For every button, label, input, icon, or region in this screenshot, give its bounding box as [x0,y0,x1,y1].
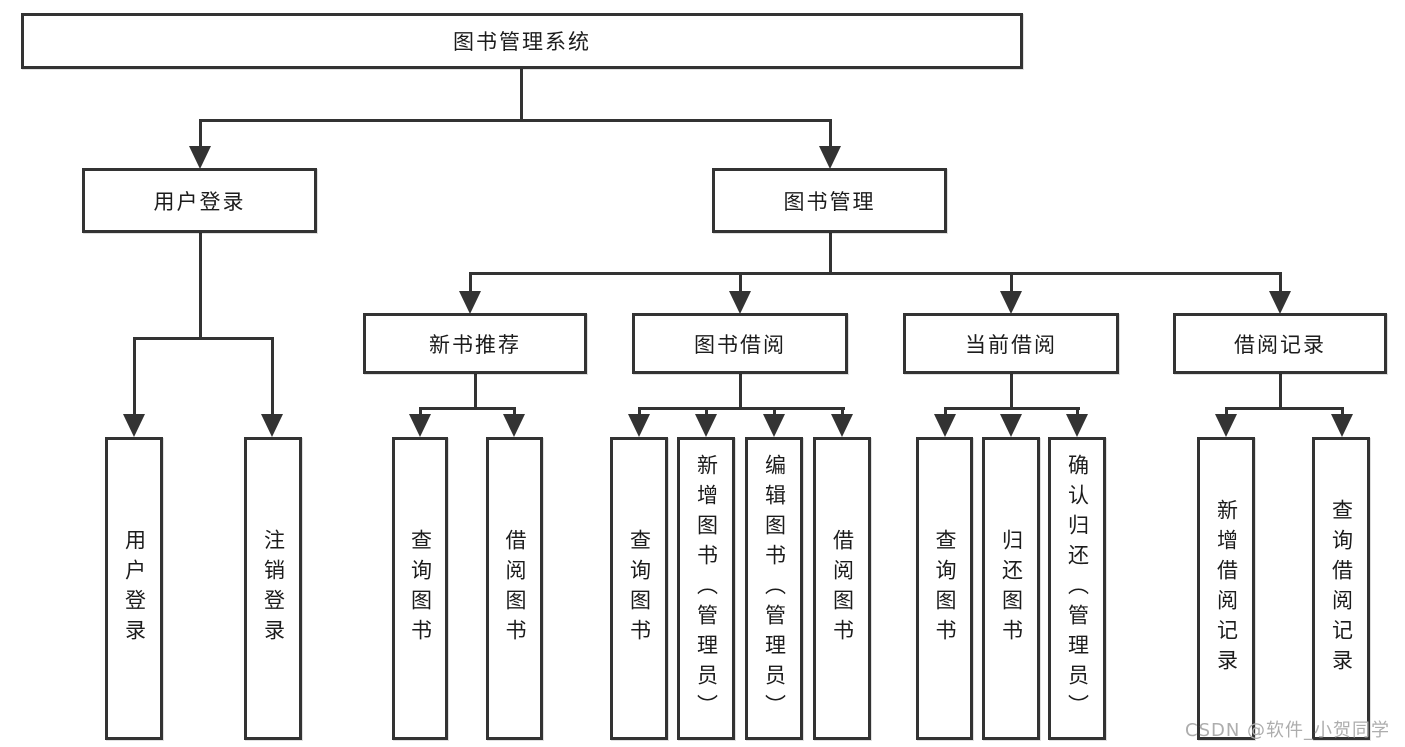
arrow-down-icon [934,414,956,437]
leaf-borrow-query: 查询图书 [610,437,668,740]
arrow-down-icon [729,291,751,314]
watermark: CSDN @软件_小贺同学 [1185,720,1391,741]
arrow-down-icon [503,414,525,437]
leaf-record-add: 新增借阅记录 [1197,437,1255,740]
leaf-user-login: 用户登录 [105,437,163,740]
leaf-borrow-add-book: 新增图书（管理员） [677,437,735,740]
connector-line [199,233,202,340]
node-book-borrow: 图书借阅 [632,313,848,374]
arrow-down-icon [1066,414,1088,437]
arrow-down-icon [695,414,717,437]
leaf-newbook-borrow: 借阅图书 [486,437,543,740]
connector-line [1279,272,1282,295]
connector-line [469,272,1282,275]
connector-line [944,407,1080,410]
node-book-management: 图书管理 [712,168,947,233]
arrow-down-icon [123,414,145,437]
connector-line [739,272,742,295]
connector-line [1279,374,1282,410]
arrow-down-icon [459,291,481,314]
node-user-login: 用户登录 [82,168,317,233]
connector-line [1010,272,1013,295]
connector-line [199,119,832,122]
leaf-record-query: 查询借阅记录 [1312,437,1370,740]
arrow-down-icon [819,146,841,169]
arrow-down-icon [1000,414,1022,437]
arrow-down-icon [409,414,431,437]
leaf-newbook-query: 查询图书 [392,437,448,740]
connector-line [469,272,472,295]
connector-line [829,119,832,149]
leaf-current-query: 查询图书 [916,437,973,740]
arrow-down-icon [763,414,785,437]
connector-line [520,69,523,122]
node-current-borrow: 当前借阅 [903,313,1119,374]
connector-line [199,119,202,149]
connector-line [1225,407,1344,410]
leaf-borrow-edit-book: 编辑图书（管理员） [745,437,803,740]
connector-line [474,374,477,410]
connector-line [1010,374,1013,410]
connector-line [133,337,274,340]
connector-line [638,407,845,410]
leaf-current-confirm-return: 确认归还（管理员） [1048,437,1106,740]
arrow-down-icon [189,146,211,169]
connector-line [419,407,516,410]
arrow-down-icon [1215,414,1237,437]
leaf-current-return: 归还图书 [982,437,1040,740]
connector-line [739,374,742,410]
node-new-book-recommend: 新书推荐 [363,313,587,374]
node-borrow-record: 借阅记录 [1173,313,1387,374]
arrow-down-icon [831,414,853,437]
connector-line [271,337,274,419]
connector-line [133,337,136,419]
arrow-down-icon [628,414,650,437]
leaf-borrow-borrow-book: 借阅图书 [813,437,871,740]
connector-line [829,233,832,275]
arrow-down-icon [1000,291,1022,314]
arrow-down-icon [1269,291,1291,314]
leaf-logout: 注销登录 [244,437,302,740]
arrow-down-icon [1331,414,1353,437]
arrow-down-icon [261,414,283,437]
node-root: 图书管理系统 [21,13,1023,69]
